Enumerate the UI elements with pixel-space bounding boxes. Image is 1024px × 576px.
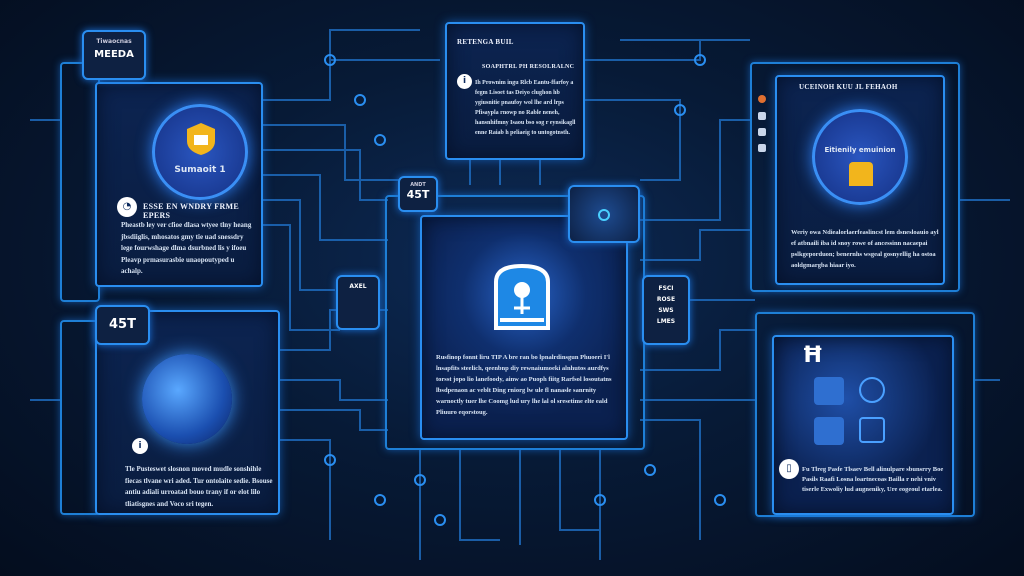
alert-icon[interactable] — [758, 95, 766, 103]
panel-body: Ih Prownim ingu Rlcb Eantu-ffarfoy a feg… — [475, 80, 576, 136]
tag-label: 45T — [406, 188, 430, 201]
cloud-icon — [859, 377, 885, 403]
map-thumbnail — [568, 185, 640, 243]
info-icon: i — [132, 438, 148, 454]
clock-icon: ◔ — [117, 197, 137, 217]
bottom-right-panel: Ħ ▯ Fu Tlreg Pasfe Tlsaev Bell alinulpar… — [772, 335, 954, 515]
top-right-panel: UCEINOH KUU JL FEHAOH Eitienily emuinion… — [775, 75, 945, 285]
panel-frame — [750, 62, 960, 292]
center-tag: ANDT 45T — [398, 176, 438, 212]
panel-body: Fu Tlreg Pasfe Tlsaev Bell alinulpare sb… — [802, 466, 944, 493]
info-icon: i — [457, 74, 472, 89]
people-icon — [814, 377, 844, 405]
globe-icon — [142, 354, 232, 444]
tag-label: AXEL — [349, 283, 367, 290]
tag-line: ROSE — [656, 296, 676, 303]
circle-label: Sumaoit 1 — [174, 165, 226, 175]
panel-frame — [60, 62, 100, 302]
panel-frame — [755, 312, 975, 517]
people-icon — [814, 417, 844, 445]
left-side-tag: AXEL — [336, 275, 380, 330]
tag-line: SWS — [658, 307, 674, 314]
document-icon: ▯ — [779, 459, 799, 479]
folder-icon[interactable] — [758, 144, 766, 152]
panel-body: Rusfinop fonnt liru TIP A bre ran bo lpn… — [436, 354, 612, 416]
center-panel: Rusfinop fonnt liru TIP A bre ran bo lpn… — [420, 215, 628, 440]
panel-body: Pheastb ley ver cfioe dlasa wtyee tlny h… — [121, 221, 252, 275]
tag-line: FSCI — [658, 285, 674, 292]
shield-icon — [187, 123, 215, 155]
document-icon[interactable] — [758, 128, 766, 136]
bottom-left-tag: 45T — [95, 305, 150, 345]
image-icon[interactable] — [758, 112, 766, 120]
computer-icon — [859, 417, 885, 443]
panel-title: RETENGA BUIL — [457, 38, 514, 46]
panel-frame — [60, 320, 100, 515]
location-icon — [598, 209, 610, 221]
tag-label: MEEDA — [94, 49, 134, 60]
right-side-tag: FSCI ROSE SWS LMES — [642, 275, 690, 345]
top-left-panel: Sumaoit 1 ◔ ESSE EN WNDRY FRME EPERS Phe… — [95, 82, 263, 287]
panel-title: UCEINOH KUU JL FEHAOH — [799, 83, 898, 91]
keyhole-shield-icon — [494, 263, 550, 330]
tag-caption: ANDT — [410, 182, 426, 188]
tag-caption: Tiwaocnas — [96, 38, 132, 45]
feature-circle: Sumaoit 1 — [152, 104, 248, 200]
feature-circle: Eitienily emuinion — [812, 109, 908, 205]
lock-icon — [849, 162, 873, 186]
tag-line: LMES — [656, 318, 676, 325]
panel-body: Weriy owa Ndiealorlaerfeaslincst lem dsn… — [791, 229, 939, 269]
top-left-tag: Tiwaocnas MEEDA — [82, 30, 146, 80]
panel-subtitle: SOAPHTRL PH RESOLRALNC — [482, 64, 575, 70]
top-center-panel: RETENGA BUIL SOAPHTRL PH RESOLRALNC i Ih… — [445, 22, 585, 160]
circle-label: Eitienily emuinion — [824, 146, 896, 154]
panel-heading: ESSE EN WNDRY FRME EPERS — [143, 202, 240, 220]
logo: Ħ — [802, 343, 824, 368]
panel-body: Tle Pusteswet slosnon moved mudle sonshi… — [125, 465, 273, 508]
